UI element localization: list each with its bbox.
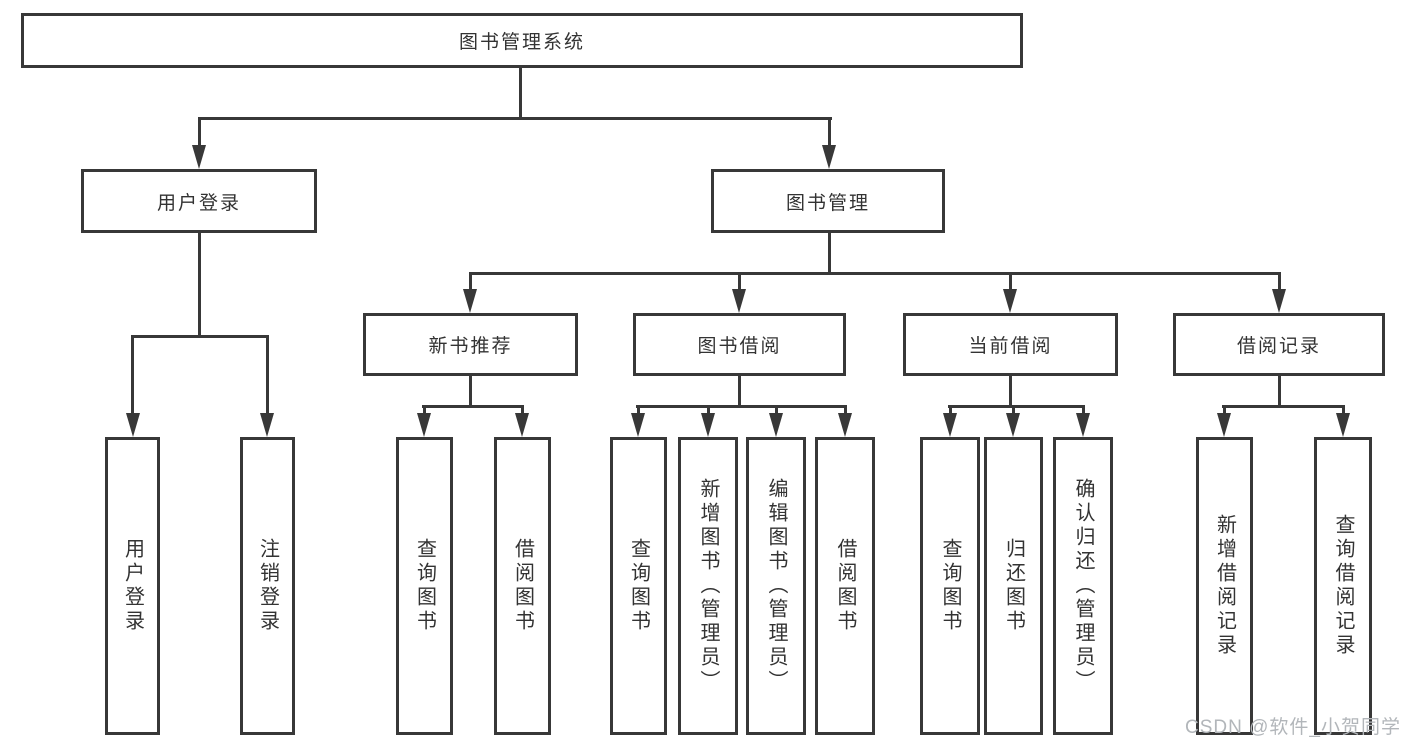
arrow-down-icon xyxy=(838,413,852,437)
leaf-add-book-admin: 新增图书（管理员） xyxy=(678,437,738,735)
node-user-login: 用户登录 xyxy=(81,169,317,233)
connector-line xyxy=(637,405,640,417)
connector-line xyxy=(828,117,831,147)
leaf-return-book: 归还图书 xyxy=(984,437,1043,735)
connector-line xyxy=(198,233,201,338)
connector-line xyxy=(198,117,201,147)
node-label: 查询图书 xyxy=(627,538,650,634)
arrow-down-icon xyxy=(943,413,957,437)
connector-line xyxy=(131,335,134,415)
connector-line xyxy=(775,405,778,417)
arrow-down-icon xyxy=(1076,413,1090,437)
node-new-book-recommend: 新书推荐 xyxy=(363,313,578,376)
arrow-down-icon xyxy=(463,289,477,313)
connector-line xyxy=(1278,272,1281,292)
connector-line xyxy=(1012,405,1015,417)
connector-line xyxy=(707,405,710,417)
connector-line xyxy=(949,405,952,417)
connector-line xyxy=(738,272,741,292)
node-label: 图书借阅 xyxy=(697,336,782,357)
connector-line xyxy=(519,68,522,120)
node-library-system: 图书管理系统 xyxy=(21,13,1023,68)
node-current-borrowing: 当前借阅 xyxy=(903,313,1118,376)
arrow-down-icon xyxy=(1217,413,1231,437)
arrow-down-icon xyxy=(822,145,836,169)
connector-line xyxy=(422,405,524,408)
connector-line xyxy=(423,405,426,417)
node-borrow-records: 借阅记录 xyxy=(1173,313,1385,376)
node-label: 图书管理系统 xyxy=(458,32,585,53)
connector-line xyxy=(521,405,524,417)
leaf-user-login: 用户登录 xyxy=(105,437,160,735)
arrow-down-icon xyxy=(1336,413,1350,437)
node-label: 借阅记录 xyxy=(1236,336,1321,357)
node-label: 新增图书（管理员） xyxy=(697,478,719,694)
node-label: 查询图书 xyxy=(939,538,961,634)
connector-line xyxy=(1223,405,1226,417)
connector-line xyxy=(1009,272,1012,292)
arrow-down-icon xyxy=(1006,413,1020,437)
leaf-logout: 注销登录 xyxy=(240,437,295,735)
node-label: 用户登录 xyxy=(121,538,144,634)
connector-line xyxy=(469,272,1281,275)
connector-line xyxy=(948,405,1084,408)
node-label: 新书推荐 xyxy=(428,336,513,357)
node-book-management: 图书管理 xyxy=(711,169,945,233)
connector-line xyxy=(1222,405,1344,408)
node-label: 归还图书 xyxy=(1002,538,1025,634)
node-label: 注销登录 xyxy=(256,538,279,634)
connector-line xyxy=(198,117,832,120)
arrow-down-icon xyxy=(769,413,783,437)
arrow-down-icon xyxy=(260,413,274,437)
node-label: 借阅图书 xyxy=(834,538,856,634)
node-label: 当前借阅 xyxy=(968,336,1053,357)
node-label: 用户登录 xyxy=(156,192,241,214)
leaf-query-book-recommend: 查询图书 xyxy=(396,437,453,735)
csdn-watermark: CSDN @软件_小贺同学 xyxy=(1185,717,1401,738)
leaf-borrow-book-borrowing: 借阅图书 xyxy=(815,437,875,735)
connector-line xyxy=(844,405,847,417)
connector-line xyxy=(1082,405,1085,417)
leaf-query-borrow-record: 查询借阅记录 xyxy=(1314,437,1372,735)
node-label: 编辑图书（管理员） xyxy=(765,478,787,694)
arrow-down-icon xyxy=(631,413,645,437)
leaf-add-borrow-record: 新增借阅记录 xyxy=(1196,437,1253,735)
leaf-query-book-borrowing: 查询图书 xyxy=(610,437,667,735)
connector-line xyxy=(738,376,741,408)
node-label: 确认归还（管理员） xyxy=(1072,478,1094,694)
arrow-down-icon xyxy=(417,413,431,437)
connector-line xyxy=(469,272,472,292)
node-label: 查询图书 xyxy=(413,538,436,634)
connector-line xyxy=(828,233,831,275)
arrow-down-icon xyxy=(701,413,715,437)
connector-line xyxy=(636,405,846,408)
arrow-down-icon xyxy=(126,413,140,437)
node-label: 借阅图书 xyxy=(511,538,534,634)
arrow-down-icon xyxy=(515,413,529,437)
node-book-borrowing: 图书借阅 xyxy=(633,313,846,376)
node-label: 新增借阅记录 xyxy=(1213,514,1236,658)
leaf-borrow-book-recommend: 借阅图书 xyxy=(494,437,551,735)
connector-line xyxy=(1278,376,1281,408)
node-label: 查询借阅记录 xyxy=(1332,514,1354,658)
connector-line xyxy=(1342,405,1345,417)
connector-line xyxy=(131,335,269,338)
leaf-confirm-return-admin: 确认归还（管理员） xyxy=(1053,437,1113,735)
connector-line xyxy=(266,335,269,415)
arrow-down-icon xyxy=(192,145,206,169)
connector-line xyxy=(1009,376,1012,408)
leaf-edit-book-admin: 编辑图书（管理员） xyxy=(746,437,806,735)
arrow-down-icon xyxy=(1003,289,1017,313)
leaf-query-book-current: 查询图书 xyxy=(920,437,980,735)
arrow-down-icon xyxy=(732,289,746,313)
connector-line xyxy=(469,376,472,408)
node-label: 图书管理 xyxy=(785,192,870,214)
arrow-down-icon xyxy=(1272,289,1286,313)
